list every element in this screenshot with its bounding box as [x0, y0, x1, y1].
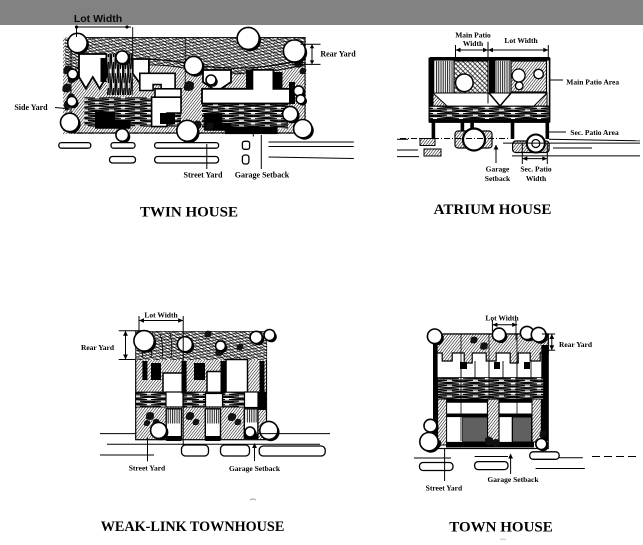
svg-text:Street Yard: Street Yard — [184, 171, 223, 180]
svg-text:Lot Width: Lot Width — [485, 314, 519, 323]
svg-text:Width: Width — [526, 174, 547, 183]
svg-text:Garage Setback: Garage Setback — [229, 464, 281, 473]
svg-text:Lot Width: Lot Width — [74, 13, 122, 25]
svg-text:Side Yard: Side Yard — [14, 103, 48, 112]
svg-text:Street Yard: Street Yard — [426, 484, 463, 493]
svg-text:Sec. Patio: Sec. Patio — [520, 165, 551, 174]
svg-text:Main Patio: Main Patio — [455, 31, 491, 40]
svg-text:Main Patio Area: Main Patio Area — [566, 78, 619, 87]
svg-text:ATRIUM HOUSE: ATRIUM HOUSE — [434, 202, 552, 218]
svg-text:Width: Width — [463, 39, 484, 48]
svg-text:Rear Yard: Rear Yard — [81, 343, 115, 352]
svg-text:Street Yard: Street Yard — [129, 464, 166, 473]
svg-text:Garage Setback: Garage Setback — [235, 171, 290, 180]
svg-text:Rear Yard: Rear Yard — [559, 340, 593, 349]
svg-text:Garage Setback: Garage Setback — [487, 475, 539, 484]
svg-text:Setback: Setback — [485, 174, 511, 183]
svg-text:TWIN HOUSE: TWIN HOUSE — [140, 205, 238, 221]
svg-text:Sec. Patio Area: Sec. Patio Area — [570, 128, 619, 137]
svg-text:WEAK-LINK TOWNHOUSE: WEAK-LINK TOWNHOUSE — [101, 519, 285, 535]
svg-text:Lot Width: Lot Width — [144, 311, 178, 320]
svg-text:TOWN HOUSE: TOWN HOUSE — [449, 520, 553, 536]
svg-text:Rear Yard: Rear Yard — [320, 50, 356, 59]
svg-text:Garage: Garage — [486, 165, 510, 174]
svg-text:Lot Width: Lot Width — [504, 36, 538, 45]
